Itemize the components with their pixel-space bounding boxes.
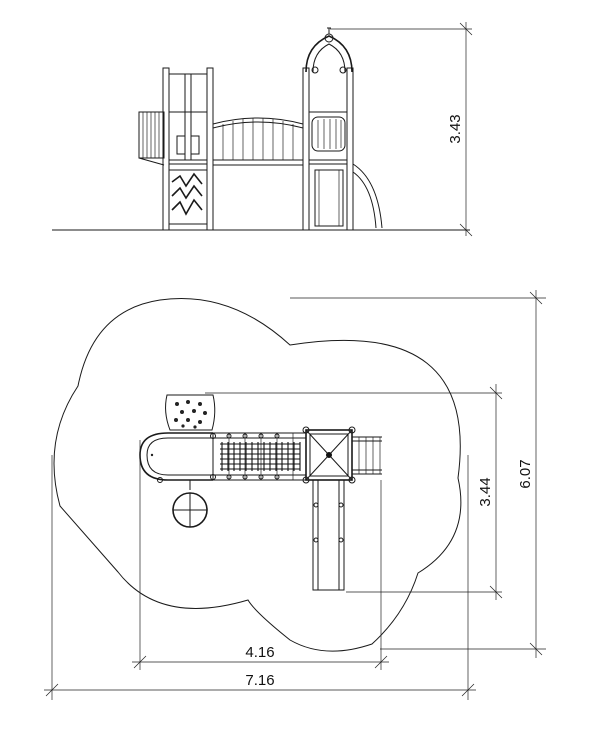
height-dimension: 3.43 (330, 22, 473, 237)
straight-slide (312, 479, 345, 591)
overall-width-dimension-label: 7.16 (245, 672, 274, 689)
wavy-climber (169, 169, 207, 225)
side-panel (138, 111, 165, 166)
inner-width-dimension-label: 4.16 (245, 644, 274, 661)
plan-view: 3.44 6.07 4.16 7.16 (44, 290, 546, 700)
right-tower (302, 27, 354, 231)
overall-depth-dimension-label: 6.07 (517, 459, 534, 488)
ladder (352, 436, 382, 475)
rounded-deck (139, 432, 216, 483)
square-deck (302, 426, 356, 484)
rock-panel (165, 394, 216, 431)
left-tower (162, 67, 214, 231)
inner-depth-dimension: 3.44 (205, 384, 503, 600)
net-bridge (213, 432, 306, 481)
inner-width-dimension: 4.16 (132, 440, 389, 670)
inner-depth-dimension-label: 3.44 (477, 477, 494, 506)
curved-slide (352, 163, 383, 229)
overall-depth-dimension: 6.07 (290, 290, 546, 658)
steering-wheel (172, 480, 208, 528)
arch-bridge (212, 117, 304, 166)
overall-width-dimension: 7.16 (44, 455, 476, 700)
height-dimension-label: 3.43 (447, 114, 464, 143)
safety-zone-outline (53, 297, 462, 652)
elevation-view: 3.43 (52, 22, 473, 237)
